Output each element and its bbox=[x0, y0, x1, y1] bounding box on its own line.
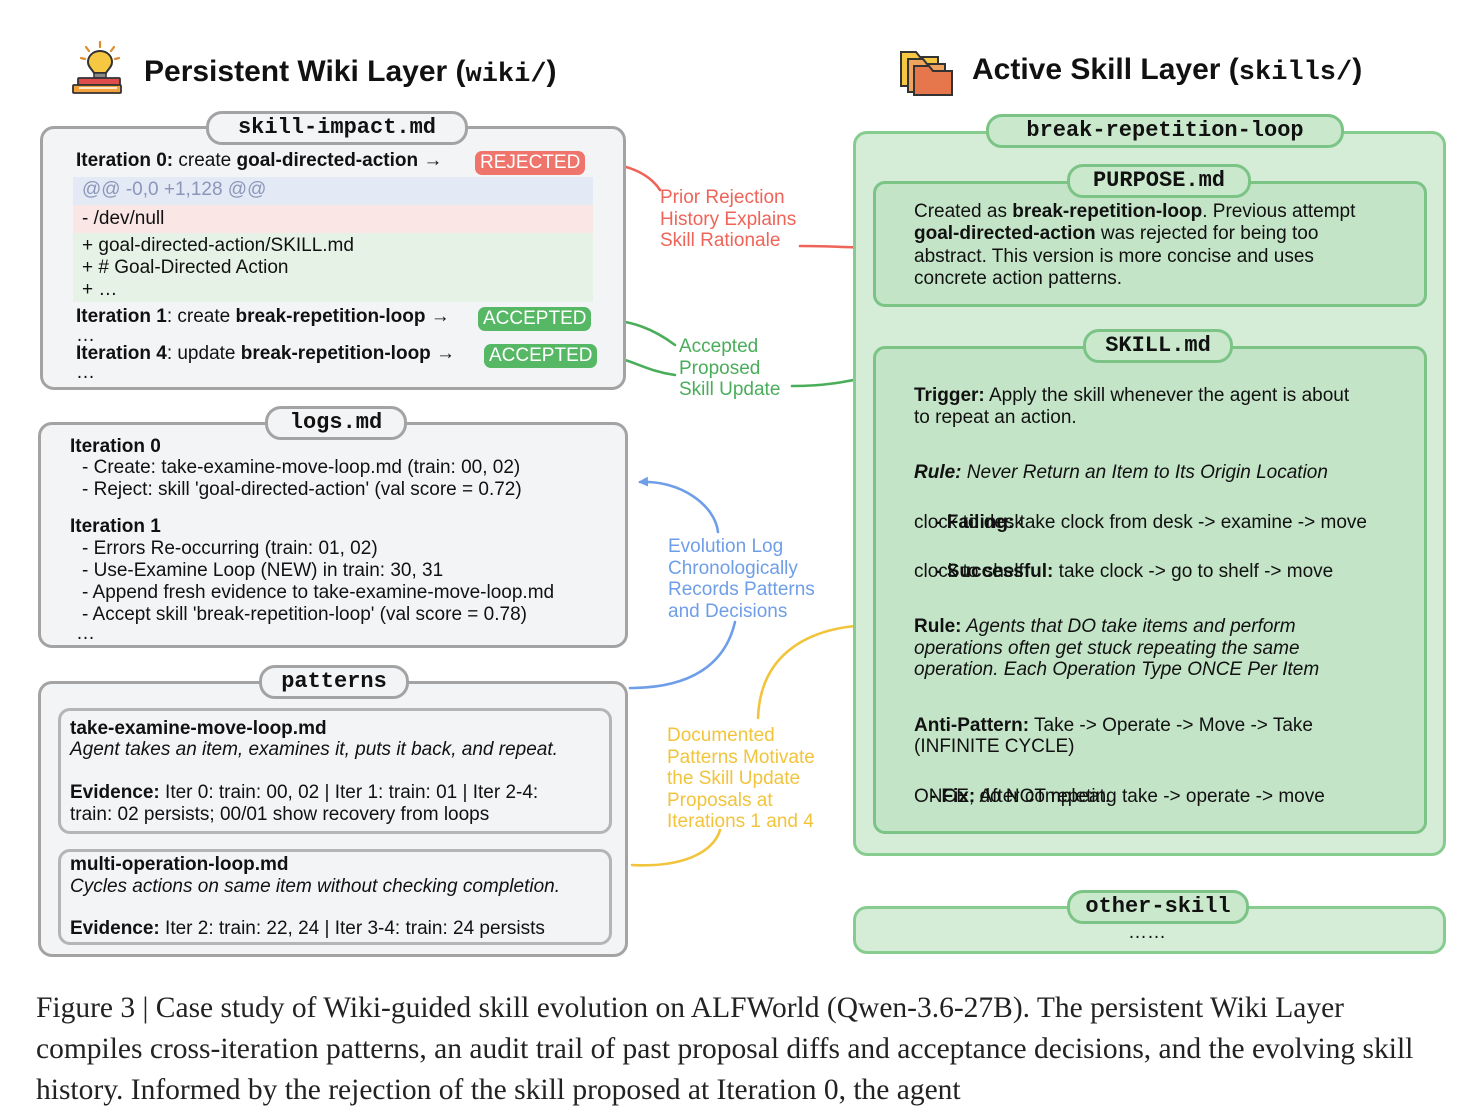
accepted-badge-it4: ACCEPTED bbox=[484, 344, 598, 368]
rule-2-line-2: operations often get stuck repeating the… bbox=[914, 638, 1300, 659]
trigger-line-1: Trigger: Apply the skill whenever the ag… bbox=[914, 385, 1350, 406]
skill-md-tag: SKILL.md bbox=[1083, 329, 1233, 363]
yellow-connector-bottom bbox=[630, 828, 722, 867]
yellow-connector-top bbox=[756, 623, 870, 720]
diff-plus-line: + … bbox=[82, 279, 118, 300]
ellipsis: … bbox=[76, 325, 95, 346]
pattern-2-desc: Cycles actions on same item without chec… bbox=[70, 876, 561, 897]
iteration-1-line: Iteration 1: create break-repetition-loo… bbox=[76, 306, 450, 327]
diff-plus-block: + goal-directed-action/SKILL.md + # Goal… bbox=[73, 233, 593, 302]
pattern-1-evidence: Evidence: Iter 0: train: 00, 02 | Iter 1… bbox=[70, 782, 539, 803]
pattern-2-evidence: Evidence: Iter 2: train: 22, 24 | Iter 3… bbox=[70, 918, 545, 939]
wiki-dir: wiki/ bbox=[465, 60, 547, 90]
rule-1: Rule: Never Return an Item to Its Origin… bbox=[914, 462, 1328, 483]
purpose-line-3: abstract. This version is more concise a… bbox=[914, 246, 1314, 267]
skill-layer-title: Active Skill Layer (skills/) bbox=[972, 53, 1363, 88]
figure-caption: Figure 3 | Case study of Wiki-guided ski… bbox=[36, 992, 1414, 1106]
logs-iteration-0: Iteration 0 bbox=[70, 436, 161, 457]
diff-minus: - /dev/null bbox=[73, 205, 593, 233]
iteration-0-line: Iteration 0: create goal-directed-action… bbox=[76, 150, 443, 171]
rule-2-line-1: Rule: Agents that DO take items and perf… bbox=[914, 616, 1296, 637]
purpose-card bbox=[873, 181, 1427, 307]
ellipsis: … bbox=[76, 362, 95, 383]
logs-item: - Errors Re-occurring (train: 01, 02) bbox=[82, 538, 378, 559]
logs-item: - Use-Examine Loop (NEW) in train: 30, 3… bbox=[82, 560, 444, 581]
anti-pattern-line-2: (INFINITE CYCLE) bbox=[914, 736, 1075, 757]
diff-plus-line: + goal-directed-action/SKILL.md bbox=[82, 235, 354, 256]
fix-line-2: ONCE, do NOT repeat. bbox=[914, 786, 1111, 807]
other-skill-tag: other-skill bbox=[1067, 890, 1249, 924]
successful-line-2: clock to shelf bbox=[914, 561, 1024, 582]
diff-plus-line: + # Goal-Directed Action bbox=[82, 257, 289, 278]
logs-item: - Append fresh evidence to take-examine-… bbox=[82, 582, 555, 603]
pattern-1-desc: Agent takes an item, examines it, puts i… bbox=[70, 739, 558, 760]
break-repetition-loop-tag: break-repetition-loop bbox=[986, 114, 1344, 148]
trigger-line-2: to repeat an action. bbox=[914, 407, 1077, 428]
failing-line-2: clock to desk bbox=[914, 512, 1024, 533]
purpose-line-4: concrete action patterns. bbox=[914, 268, 1123, 289]
purpose-tag: PURPOSE.md bbox=[1067, 164, 1251, 198]
ellipsis: … bbox=[76, 623, 95, 644]
skills-dir: skills/ bbox=[1238, 58, 1353, 88]
patterns-tag: patterns bbox=[259, 665, 409, 699]
diff-header: @@ -0,0 +1,128 @@ bbox=[73, 177, 593, 205]
failing-line-1: - Failing: take clock from desk -> exami… bbox=[924, 512, 1367, 533]
successful-line-1: - Successful: take clock -> go to shelf … bbox=[924, 561, 1334, 582]
pattern-1-evidence-cont: train: 02 persists; 00/01 show recovery … bbox=[70, 804, 490, 825]
rule-2-line-3: operation. Each Operation Type ONCE Per … bbox=[914, 659, 1320, 680]
folders-icon bbox=[898, 44, 956, 96]
anti-pattern-line-1: Anti-Pattern: Take -> Operate -> Move ->… bbox=[914, 715, 1313, 736]
pattern-card-1 bbox=[58, 708, 612, 834]
logs-item: - Reject: skill 'goal-directed-action' (… bbox=[82, 479, 522, 500]
fix-line-1: - Fix: After completing take -> operate … bbox=[924, 786, 1325, 807]
accepted-badge-it1: ACCEPTED bbox=[478, 307, 592, 331]
logs-box bbox=[38, 422, 628, 648]
purpose-line-2: goal-directed-action was rejected for be… bbox=[914, 223, 1319, 244]
iteration-4-line: Iteration 4: update break-repetition-loo… bbox=[76, 343, 456, 364]
pattern-1-name: take-examine-move-loop.md bbox=[70, 718, 327, 739]
wiki-layer-title: Persistent Wiki Layer (wiki/) bbox=[144, 55, 557, 90]
skill-card bbox=[873, 346, 1427, 834]
logs-iteration-1: Iteration 1 bbox=[70, 516, 161, 537]
lightbulb-books-icon bbox=[70, 40, 130, 98]
purpose-line-1: Created as break-repetition-loop. Previo… bbox=[914, 201, 1356, 222]
blue-connector-bottom bbox=[628, 620, 737, 690]
pattern-card-2 bbox=[58, 849, 612, 945]
blue-connector-top bbox=[638, 476, 720, 534]
logs-item: - Accept skill 'break-repetition-loop' (… bbox=[82, 604, 527, 625]
logs-tag: logs.md bbox=[265, 406, 407, 440]
logs-item: - Create: take-examine-move-loop.md (tra… bbox=[82, 457, 521, 478]
rejected-badge: REJECTED bbox=[475, 151, 586, 175]
pattern-2-name: multi-operation-loop.md bbox=[70, 854, 289, 875]
skill-impact-tag: skill-impact.md bbox=[206, 111, 468, 145]
other-skill-ellipsis: …… bbox=[1128, 922, 1166, 943]
